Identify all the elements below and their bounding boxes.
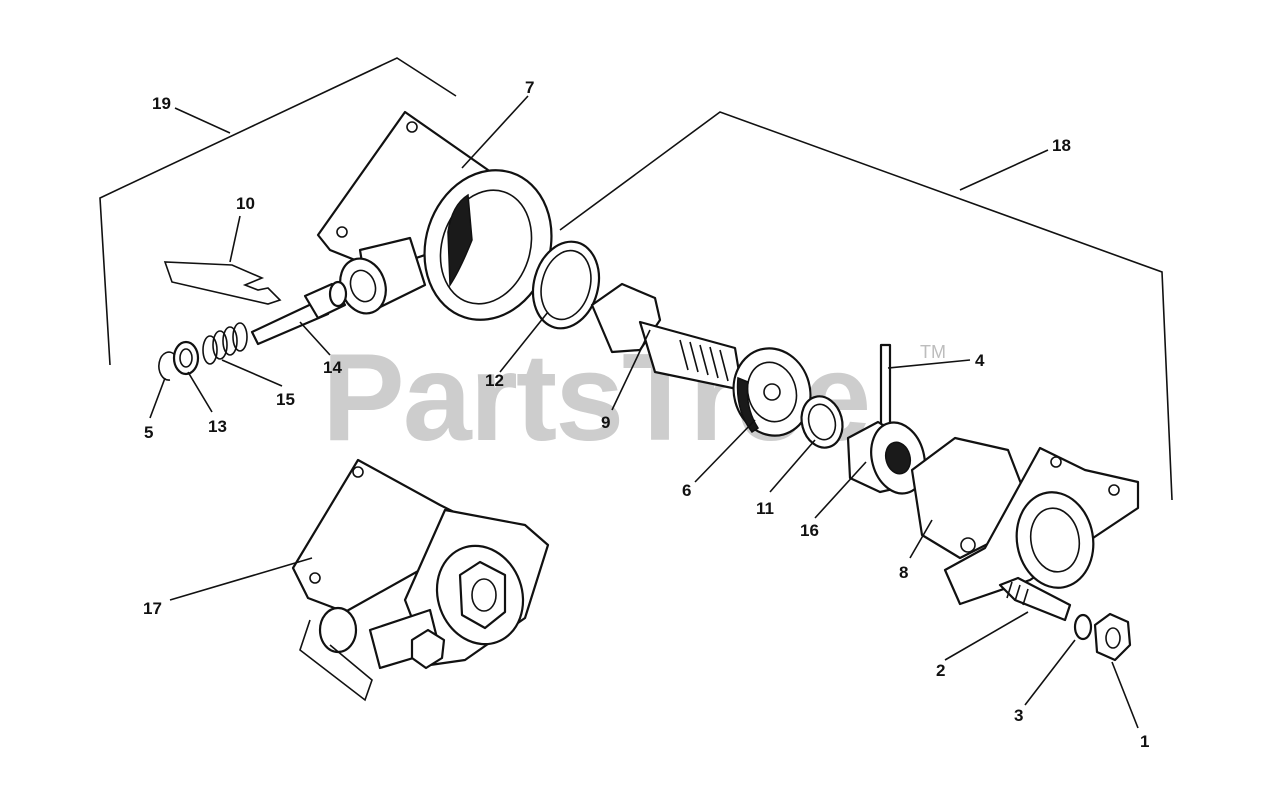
callout-6: 6 <box>682 481 691 500</box>
callout-3: 3 <box>1014 706 1023 725</box>
part-ring-11 <box>800 395 844 449</box>
part-housing-8 <box>910 436 1140 606</box>
callout-16: 16 <box>800 521 819 540</box>
part-shaft-9 <box>590 282 744 392</box>
part-bolt-2 <box>998 576 1072 622</box>
part-spring-15 <box>202 322 248 365</box>
callout-5: 5 <box>144 423 153 442</box>
part-washer-3 <box>1073 613 1093 641</box>
part-ring-12 <box>531 240 601 330</box>
callout-14: 14 <box>323 358 342 377</box>
callout-8: 8 <box>899 563 908 582</box>
part-nut-1 <box>1093 612 1132 662</box>
part-housing-7 <box>316 110 553 321</box>
part-clip-10 <box>163 261 282 305</box>
part-key-4 <box>879 343 892 427</box>
group-bracket-19 <box>99 57 457 366</box>
callout-4: 4 <box>975 351 985 370</box>
callout-18: 18 <box>1052 136 1071 155</box>
callout-10: 10 <box>236 194 255 213</box>
part-pin-14 <box>250 280 348 346</box>
part-snap-ring-5 <box>158 351 176 381</box>
group-bracket-18 <box>559 111 1173 501</box>
callout-15: 15 <box>276 390 295 409</box>
callout-2: 2 <box>936 661 945 680</box>
part-coupler-16 <box>846 420 926 495</box>
part-assembly-17 <box>291 458 550 702</box>
callout-17: 17 <box>143 599 162 618</box>
watermark-trademark: TM <box>920 342 946 362</box>
callout-7: 7 <box>525 78 534 97</box>
callout-19: 19 <box>152 94 171 113</box>
callout-9: 9 <box>601 413 610 432</box>
callout-12: 12 <box>485 371 504 390</box>
callout-13: 13 <box>208 417 227 436</box>
callout-1: 1 <box>1140 732 1149 751</box>
part-washer-13 <box>172 340 200 376</box>
leader-lines <box>149 95 1139 729</box>
part-bearing-6 <box>732 347 812 437</box>
callout-11: 11 <box>756 499 774 518</box>
